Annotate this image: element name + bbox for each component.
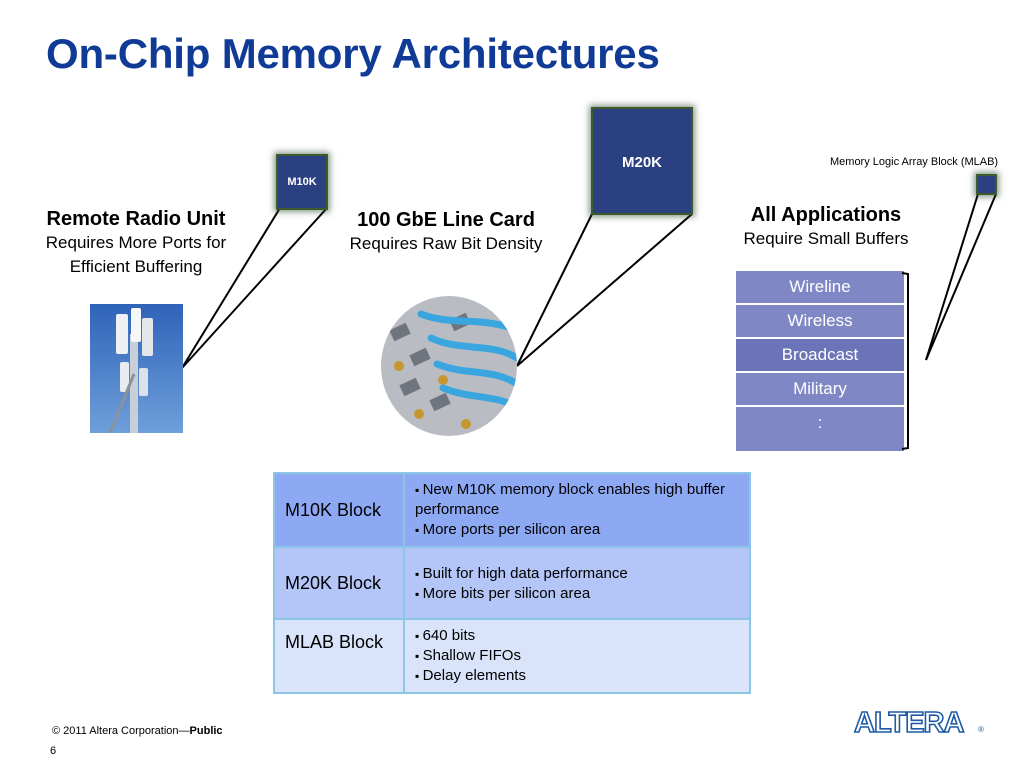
copyright-text: © 2011 Altera Corporation— [52,725,190,737]
all-apps-sub: Require Small Buffers [743,229,909,248]
gbe-caption: 100 GbE Line Card Requires Raw Bit Densi… [330,208,562,256]
table-cell-name: M20K Block [273,546,405,620]
mlab-connector-bottom [925,193,997,361]
rru-connector-bottom [181,207,328,369]
all-apps-heading: All Applications [750,204,902,226]
bullet-item: New M10K memory block enables high buffe… [415,480,741,520]
bullet-item: Delay elements [415,666,741,686]
app-item-military: Military [736,373,904,407]
table-cell-name: M10K Block [273,472,405,548]
app-item-more: : [736,407,904,451]
mlab-label: Memory Logic Array Block (MLAB) [830,156,999,168]
bullet-item: More bits per silicon area [415,584,741,604]
app-item-broadcast: Broadcast [736,339,904,373]
application-list: Wireline Wireless Broadcast Military : [736,271,904,451]
m10k-label: M10K [287,176,317,188]
app-item-wireless: Wireless [736,305,904,339]
rru-connector-top [181,207,281,369]
table-cell-description: Built for high data performance More bit… [403,546,751,620]
gbe-connector-bottom [516,213,693,367]
classification-text: Public [189,725,223,737]
mlab-block [976,174,997,195]
m20k-label: M20K [621,154,662,171]
rru-heading: Remote Radio Unit [46,208,226,230]
m20k-block: M20K [591,107,693,215]
logo-wordmark: ALTERA [854,707,965,736]
table-cell-description: 640 bits Shallow FIFOs Delay elements [403,618,751,694]
all-apps-caption: All Applications Require Small Buffers [715,203,937,251]
bullet-item: 640 bits [415,626,741,646]
table-row: M10K Block New M10K memory block enables… [273,472,751,548]
line-card-image [381,296,517,436]
radio-tower-image [90,304,183,433]
gbe-sub: Requires Raw Bit Density [349,234,543,253]
mlab-connector-top [925,193,979,361]
bullet-item: Built for high data performance [415,564,741,584]
rru-caption: Remote Radio Unit Requires More Ports fo… [22,207,250,279]
bullet-item: More ports per silicon area [415,520,741,540]
memory-spec-table: M10K Block New M10K memory block enables… [273,472,751,694]
table-cell-name: MLAB Block [273,618,405,694]
bullet-item: Shallow FIFOs [415,646,741,666]
table-row: MLAB Block 640 bits Shallow FIFOs Delay … [273,618,751,694]
page-number: 6 [50,745,57,757]
footer-copyright: © 2011 Altera Corporation—Public [52,725,223,737]
table-row: M20K Block Built for high data performan… [273,546,751,620]
m10k-block: M10K [276,154,328,210]
gbe-heading: 100 GbE Line Card [357,209,535,231]
slide-title: On-Chip Memory Architectures [46,30,660,77]
app-item-wireline: Wireline [736,271,904,305]
table-cell-description: New M10K memory block enables high buffe… [403,472,751,548]
altera-logo: ALTERA ® [853,706,984,736]
rru-line-1: Requires More Ports for [45,233,227,252]
application-bracket [901,272,909,450]
gbe-connector-top [516,213,593,367]
rru-line-2: Efficient Buffering [69,257,203,276]
logo-registered-mark: ® [978,725,984,734]
